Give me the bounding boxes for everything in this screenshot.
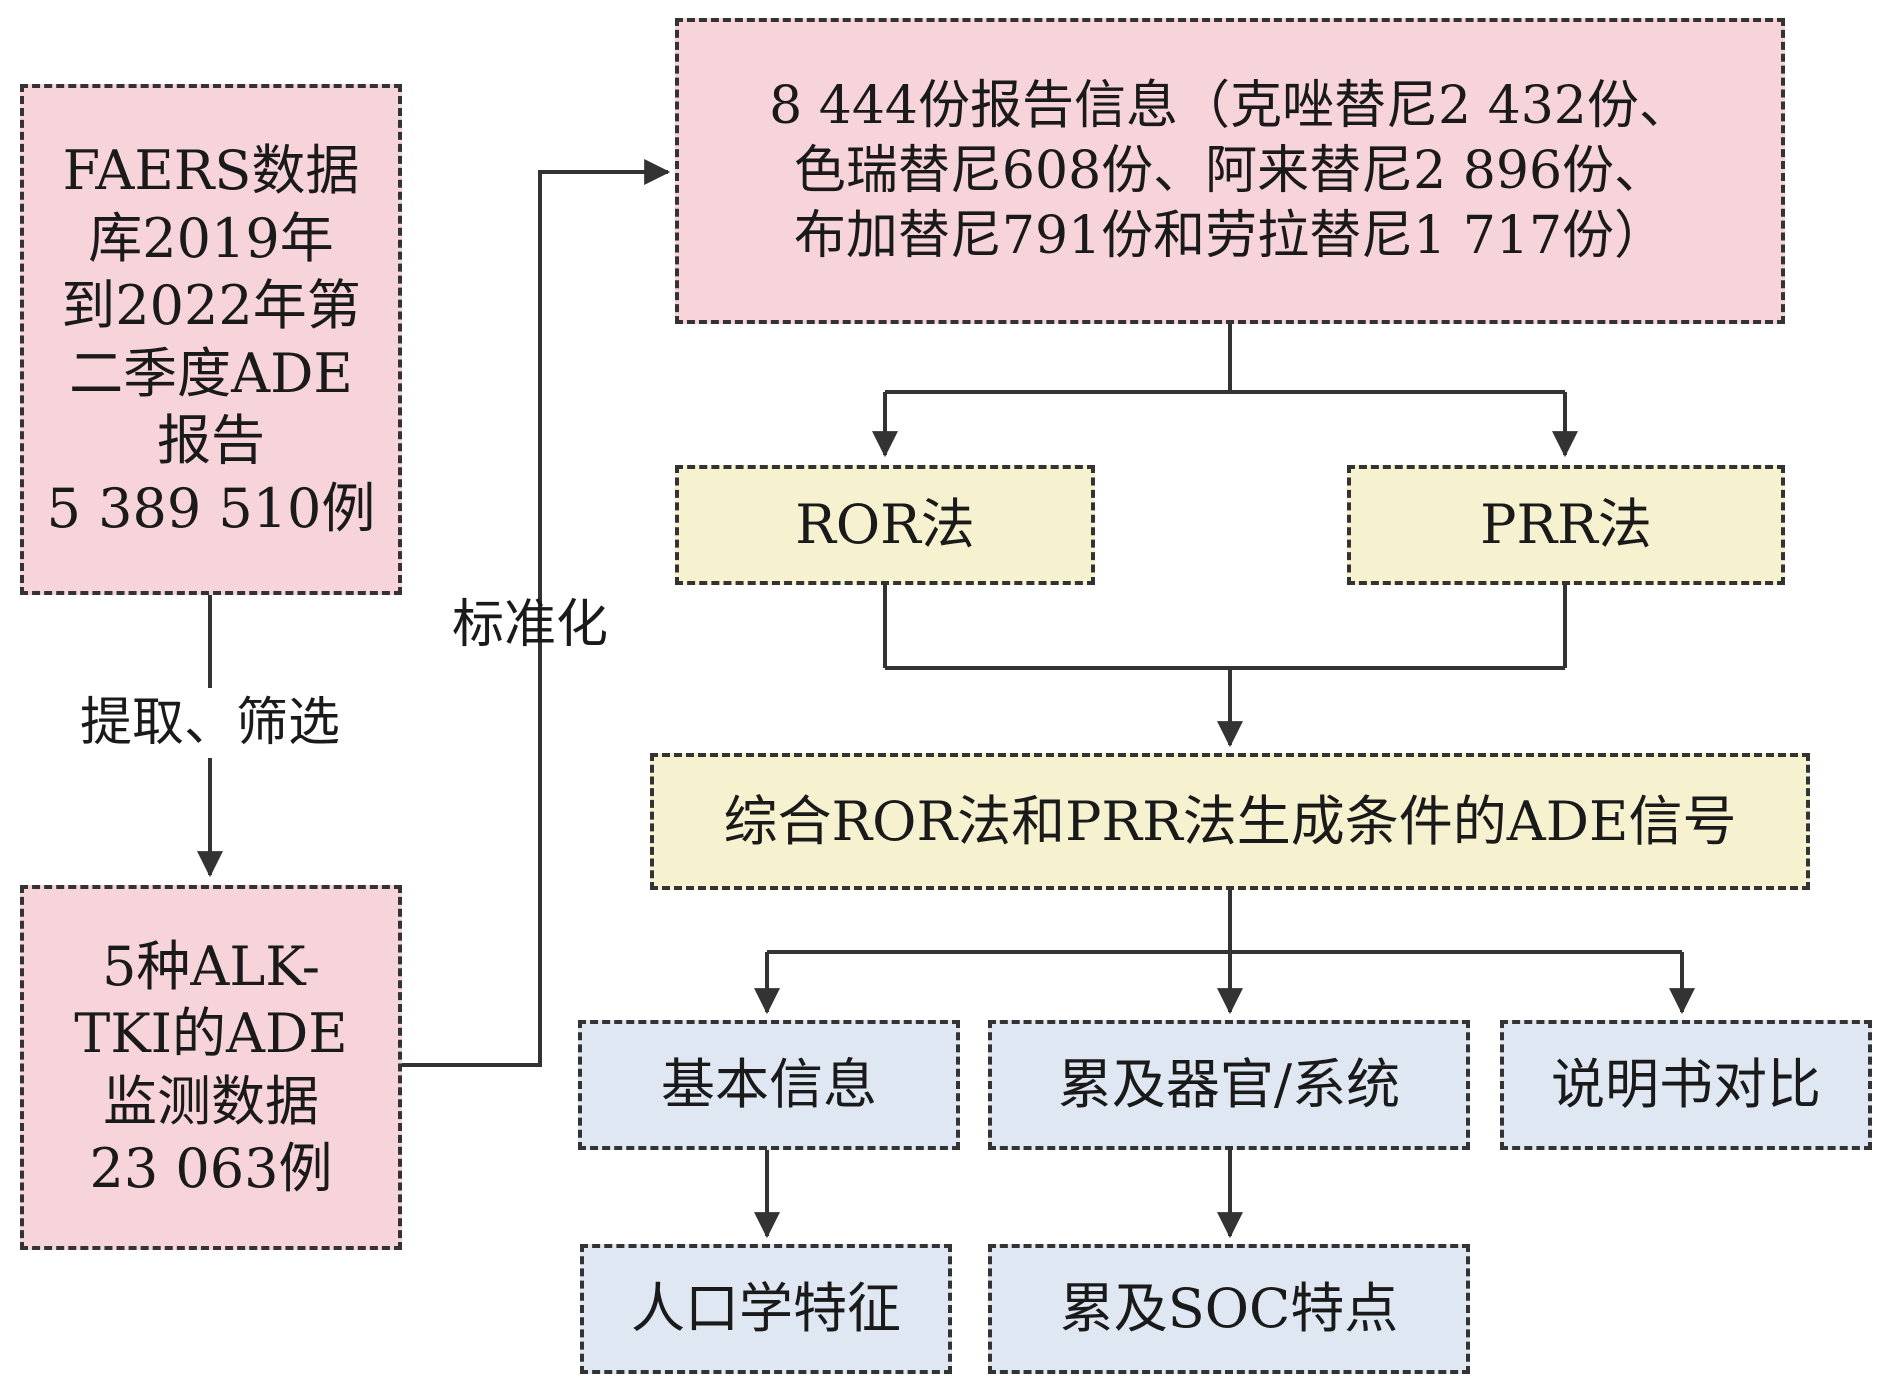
demographics-text: 人口学特征 xyxy=(631,1277,901,1341)
standardize-label: 标准化 xyxy=(451,595,608,655)
alk-line-4: 23 063例 xyxy=(89,1137,333,1200)
faers-line-2: 库2019年 xyxy=(88,206,334,270)
soc-features-box: 累及SOC特点 xyxy=(988,1244,1470,1374)
label-comparison-text: 说明书对比 xyxy=(1551,1053,1821,1117)
edge-standardize xyxy=(402,159,671,1067)
label-comparison-box: 说明书对比 xyxy=(1500,1020,1872,1150)
ror-method-box: ROR法 xyxy=(675,465,1095,585)
faers-line-3: 到2022年第 xyxy=(61,274,361,337)
faers-line-1: FAERS数据 xyxy=(62,139,360,202)
organ-system-text: 累及器官/系统 xyxy=(1057,1053,1401,1117)
alk-tki-data-box: 5种ALK- TKI的ADE 监测数据 23 063例 xyxy=(20,885,402,1250)
report-line-2: 色瑞替尼608份、阿来替尼2 896份、 xyxy=(793,140,1667,201)
soc-features-text: 累及SOC特点 xyxy=(1059,1277,1399,1341)
faers-line-5: 报告 xyxy=(156,409,265,472)
ror-method-text: ROR法 xyxy=(795,493,975,557)
alk-line-2: TKI的ADE xyxy=(74,1002,348,1065)
basic-info-box: 基本信息 xyxy=(578,1020,960,1150)
demographics-box: 人口学特征 xyxy=(580,1244,952,1374)
report-info-box: 8 444份报告信息（克唑替尼2 432份、 色瑞替尼608份、阿来替尼2 89… xyxy=(675,18,1785,324)
alk-line-1: 5种ALK- xyxy=(102,934,320,998)
faers-database-box: FAERS数据 库2019年 到2022年第 二季度ADE 报告 5 389 5… xyxy=(20,84,402,595)
faers-line-4: 二季度ADE xyxy=(69,341,353,405)
basic-info-text: 基本信息 xyxy=(661,1053,877,1117)
combined-signal-box: 综合ROR法和PRR法生成条件的ADE信号 xyxy=(650,753,1810,890)
combined-signal-text: 综合ROR法和PRR法生成条件的ADE信号 xyxy=(723,789,1737,853)
extract-filter-label: 提取、筛选 xyxy=(40,688,380,758)
report-line-3: 布加替尼791份和劳拉替尼1 717份） xyxy=(793,205,1667,266)
prr-method-text: PRR法 xyxy=(1480,493,1652,557)
report-line-1: 8 444份报告信息（克唑替尼2 432份、 xyxy=(769,75,1691,136)
alk-line-3: 监测数据 xyxy=(103,1069,319,1133)
faers-line-6: 5 389 510例 xyxy=(46,476,376,540)
organ-system-box: 累及器官/系统 xyxy=(988,1020,1470,1150)
prr-method-box: PRR法 xyxy=(1347,465,1785,585)
